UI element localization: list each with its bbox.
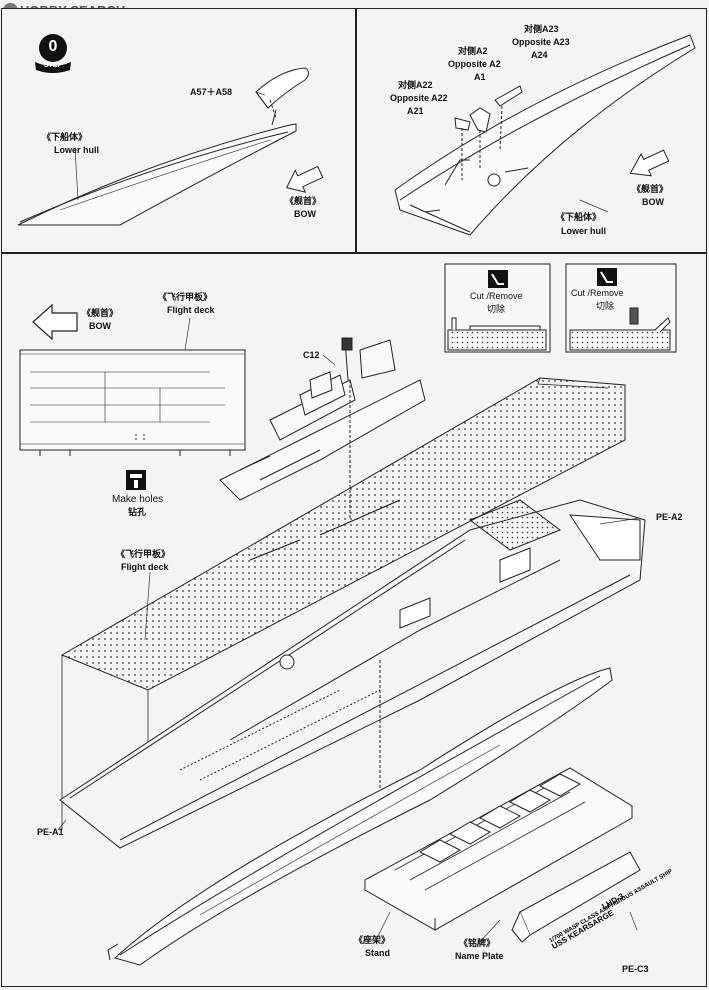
label-flight-deck-top-en: Flight deck bbox=[167, 305, 215, 315]
label-a23-en: Opposite A23 bbox=[512, 37, 570, 47]
label-bow-cn-right: 《舰首》 bbox=[632, 184, 669, 194]
label-a23-cn: 对侧A23 bbox=[524, 24, 559, 34]
drill-icon bbox=[126, 470, 146, 490]
label-a22-cn: 对侧A22 bbox=[398, 80, 433, 90]
label-a2-cn: 对侧A2 bbox=[458, 46, 488, 56]
label-c12: C12 bbox=[303, 350, 320, 360]
label-main-bow-cn: 《舰首》 bbox=[82, 308, 119, 318]
label-cut2-cn: 切除 bbox=[596, 301, 615, 311]
label-bow-cn: 《舰首》 bbox=[285, 196, 322, 206]
flight-deck-bow-detail bbox=[19, 349, 246, 456]
label-pe-a1: PE-A1 bbox=[37, 827, 64, 837]
label-main-bow-en: BOW bbox=[89, 321, 111, 331]
label-nameplate-cn: 《铭牌》 bbox=[459, 938, 496, 948]
label-pe-a2: PE-A2 bbox=[656, 512, 683, 522]
label-cut1-en: Cut /Remove bbox=[470, 291, 523, 301]
label-a1: A1 bbox=[474, 72, 486, 82]
label-lower-hull-en: Lower hull bbox=[54, 145, 99, 155]
leader-lines bbox=[57, 91, 641, 946]
lower-hull bbox=[107, 667, 613, 966]
label-flight-deck-top-cn: 《飞行甲板》 bbox=[158, 292, 213, 302]
bow-arrow-icon-right bbox=[629, 149, 670, 177]
label-a2-en: Opposite A2 bbox=[448, 59, 501, 69]
lower-hull-bow-drawing bbox=[17, 67, 309, 226]
bow-arrow-icon-main bbox=[32, 303, 78, 341]
label-a57-a58: A57＋A58 bbox=[190, 87, 233, 97]
label-lower-hull-cn-right: 《下船体》 bbox=[556, 212, 602, 222]
bow-arrow-icon bbox=[285, 165, 324, 193]
label-flight-deck-cn: 《飞行甲板》 bbox=[116, 549, 171, 559]
label-cut1-cn: 切除 bbox=[487, 304, 506, 314]
label-make-holes-en: Make holes bbox=[112, 494, 164, 505]
label-bow-en-right: BOW bbox=[642, 197, 664, 207]
label-flight-deck-en: Flight deck bbox=[121, 562, 169, 572]
label-a22-en: Opposite A22 bbox=[390, 93, 448, 103]
cut-inset-2 bbox=[565, 263, 677, 353]
label-stand-en: Stand bbox=[365, 948, 391, 958]
bow-section-drawing bbox=[394, 34, 696, 236]
step-badge bbox=[35, 34, 71, 73]
label-stand-cn: 《座架》 bbox=[354, 935, 391, 945]
label-lower-hull-en-right: Lower hull bbox=[561, 226, 606, 236]
label-pe-c3: PE-C3 bbox=[622, 964, 649, 974]
step-label: STEP bbox=[43, 62, 63, 69]
cut-inset-1 bbox=[444, 263, 551, 353]
step-number: 0 bbox=[48, 38, 58, 55]
label-nameplate-en: Name Plate bbox=[455, 951, 504, 961]
label-cut2-en: Cut /Remove bbox=[571, 288, 624, 298]
label-bow-en: BOW bbox=[294, 209, 316, 219]
label-a21: A21 bbox=[407, 106, 424, 116]
name-plate bbox=[511, 851, 641, 943]
label-a24: A24 bbox=[531, 50, 548, 60]
island-superstructure bbox=[219, 337, 426, 520]
label-lower-hull-cn: 《下船体》 bbox=[42, 132, 88, 142]
stand-base bbox=[363, 767, 633, 931]
label-make-holes-cn: 钻孔 bbox=[128, 507, 147, 517]
hull-upper bbox=[59, 499, 646, 849]
flight-deck-main bbox=[60, 377, 626, 830]
